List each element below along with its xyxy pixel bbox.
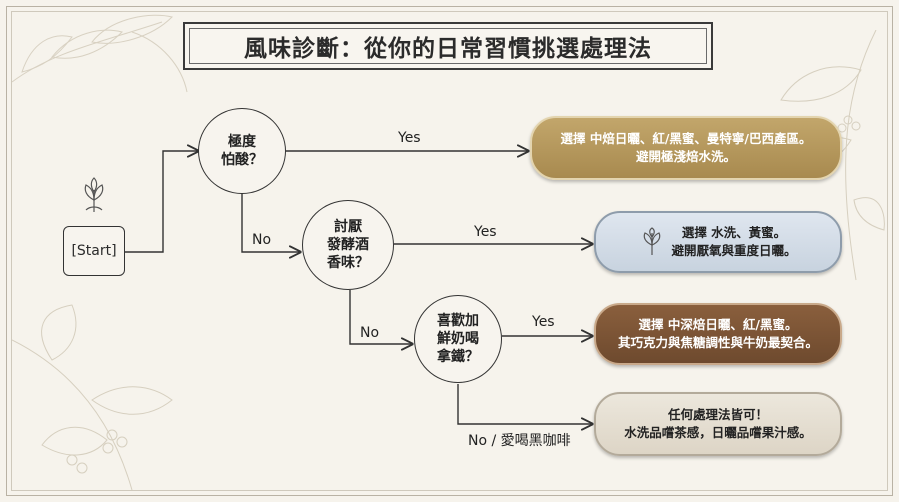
question-2-node: 討厭 發酵酒 香味？ — [302, 200, 394, 290]
question-2-line-1: 討厭 — [334, 219, 362, 235]
edge-label-q3-yes: Yes — [532, 314, 555, 330]
question-3-line-3: 拿鐵？ — [437, 349, 479, 365]
result-2-line-2: 避開厭氧與重度日曬。 — [671, 243, 797, 258]
title-banner: 風味診斷：從你的日常習慣挑選處理法 — [183, 22, 713, 70]
page-title: 風味診斷：從你的日常習慣挑選處理法 — [244, 35, 652, 62]
leaf-icon — [644, 227, 661, 255]
edge-label-q3-no: No / 愛喝黑咖啡 — [468, 433, 571, 449]
result-3-line-1: 選擇 中深焙日曬、紅/黑蜜。 — [638, 317, 798, 332]
edge-start-q1 — [125, 151, 198, 253]
question-1-line-1: 極度 — [228, 134, 256, 150]
question-3-line-2: 鮮奶喝 — [437, 331, 479, 347]
result-4-line-1: 任何處理法皆可！ — [667, 407, 768, 422]
question-1-line-2: 怕酸？ — [221, 152, 263, 168]
question-1-node: 極度 怕酸？ — [198, 108, 286, 194]
coffee-plant-icon — [84, 177, 104, 212]
question-3-line-1: 喜歡加 — [437, 313, 479, 329]
result-2-box: 選擇 水洗、黃蜜。 避開厭氧與重度日曬。 — [594, 211, 842, 273]
result-4-box: 任何處理法皆可！ 水洗品嚐茶感，日曬品嚐果汁感。 — [594, 392, 842, 456]
question-3-node: 喜歡加 鮮奶喝 拿鐵？ — [414, 295, 502, 383]
inner-frame — [11, 11, 888, 491]
edge-q3-no — [457, 384, 592, 424]
result-1-line-1: 選擇 中焙日曬、紅/黑蜜、曼特寧/巴西產區。 — [560, 131, 812, 146]
edge-label-q1-no: No — [252, 232, 272, 248]
edge-label-q2-yes: Yes — [474, 224, 497, 240]
edge-q1-no — [241, 193, 300, 252]
result-3-line-2: 其巧克力與焦糖調性與牛奶最契合。 — [617, 335, 818, 350]
result-4-line-2: 水洗品嚐茶感，日曬品嚐果汁感。 — [624, 425, 812, 440]
outer-frame — [6, 6, 893, 496]
result-2-line-1: 選擇 水洗、黃蜜。 — [681, 225, 787, 240]
edge-label-q1-yes: Yes — [398, 130, 421, 146]
start-label: [Start] — [71, 243, 117, 259]
result-1-box: 選擇 中焙日曬、紅/黑蜜、曼特寧/巴西產區。 避開極淺焙水洗。 — [530, 116, 842, 180]
question-2-line-2: 發酵酒 — [327, 237, 369, 253]
edge-label-q2-no: No — [360, 325, 380, 341]
result-1-line-2: 避開極淺焙水洗。 — [635, 149, 736, 164]
result-3-box: 選擇 中深焙日曬、紅/黑蜜。 其巧克力與焦糖調性與牛奶最契合。 — [594, 303, 842, 365]
start-node: [Start] — [63, 226, 125, 276]
edge-q2-no — [349, 290, 412, 344]
question-2-line-3: 香味？ — [327, 255, 369, 271]
